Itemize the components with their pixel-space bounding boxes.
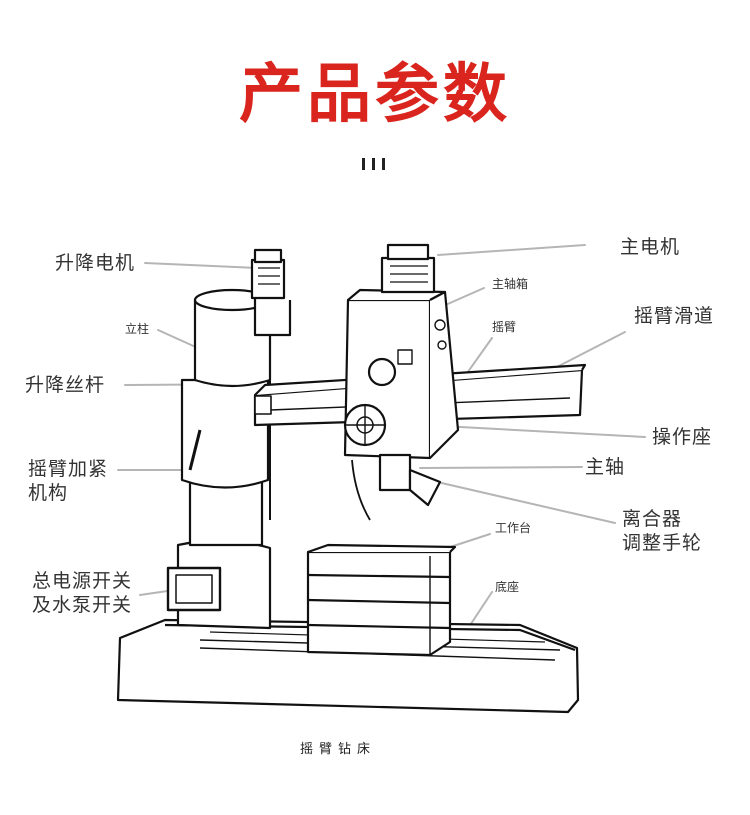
diagram-caption: 摇臂钻床 <box>300 742 377 757</box>
main-motor-shape <box>380 256 436 294</box>
label-lift-motor: 升降电机 <box>55 252 136 274</box>
label-operating-seat: 操作座 <box>652 426 713 448</box>
column-sleeve <box>180 378 270 489</box>
label-main-motor: 主电机 <box>620 236 681 258</box>
label-arm-slide: 摇臂滑道 <box>634 305 715 327</box>
label-lift-screw: 升降丝杆 <box>25 374 106 396</box>
label-base: 底座 <box>495 580 520 594</box>
divider-marks <box>360 158 390 172</box>
label-spindle: 主轴 <box>585 456 626 478</box>
page-title: 产品参数 <box>239 58 511 132</box>
label-spindle-box: 主轴箱 <box>492 277 529 291</box>
label-worktable: 工作台 <box>495 521 532 535</box>
lift-motor-shape <box>250 258 286 300</box>
label-clutch-wheel: 离合器 调整手轮 <box>622 508 703 554</box>
spindle-shape <box>378 453 412 492</box>
label-arm: 摇臂 <box>492 320 517 334</box>
label-column: 立柱 <box>125 322 150 336</box>
label-power-switch: 总电源开关 及水泵开关 <box>32 570 133 616</box>
machine-drawing <box>116 243 587 714</box>
label-arm-clamp: 摇臂加紧 机构 <box>28 458 109 504</box>
